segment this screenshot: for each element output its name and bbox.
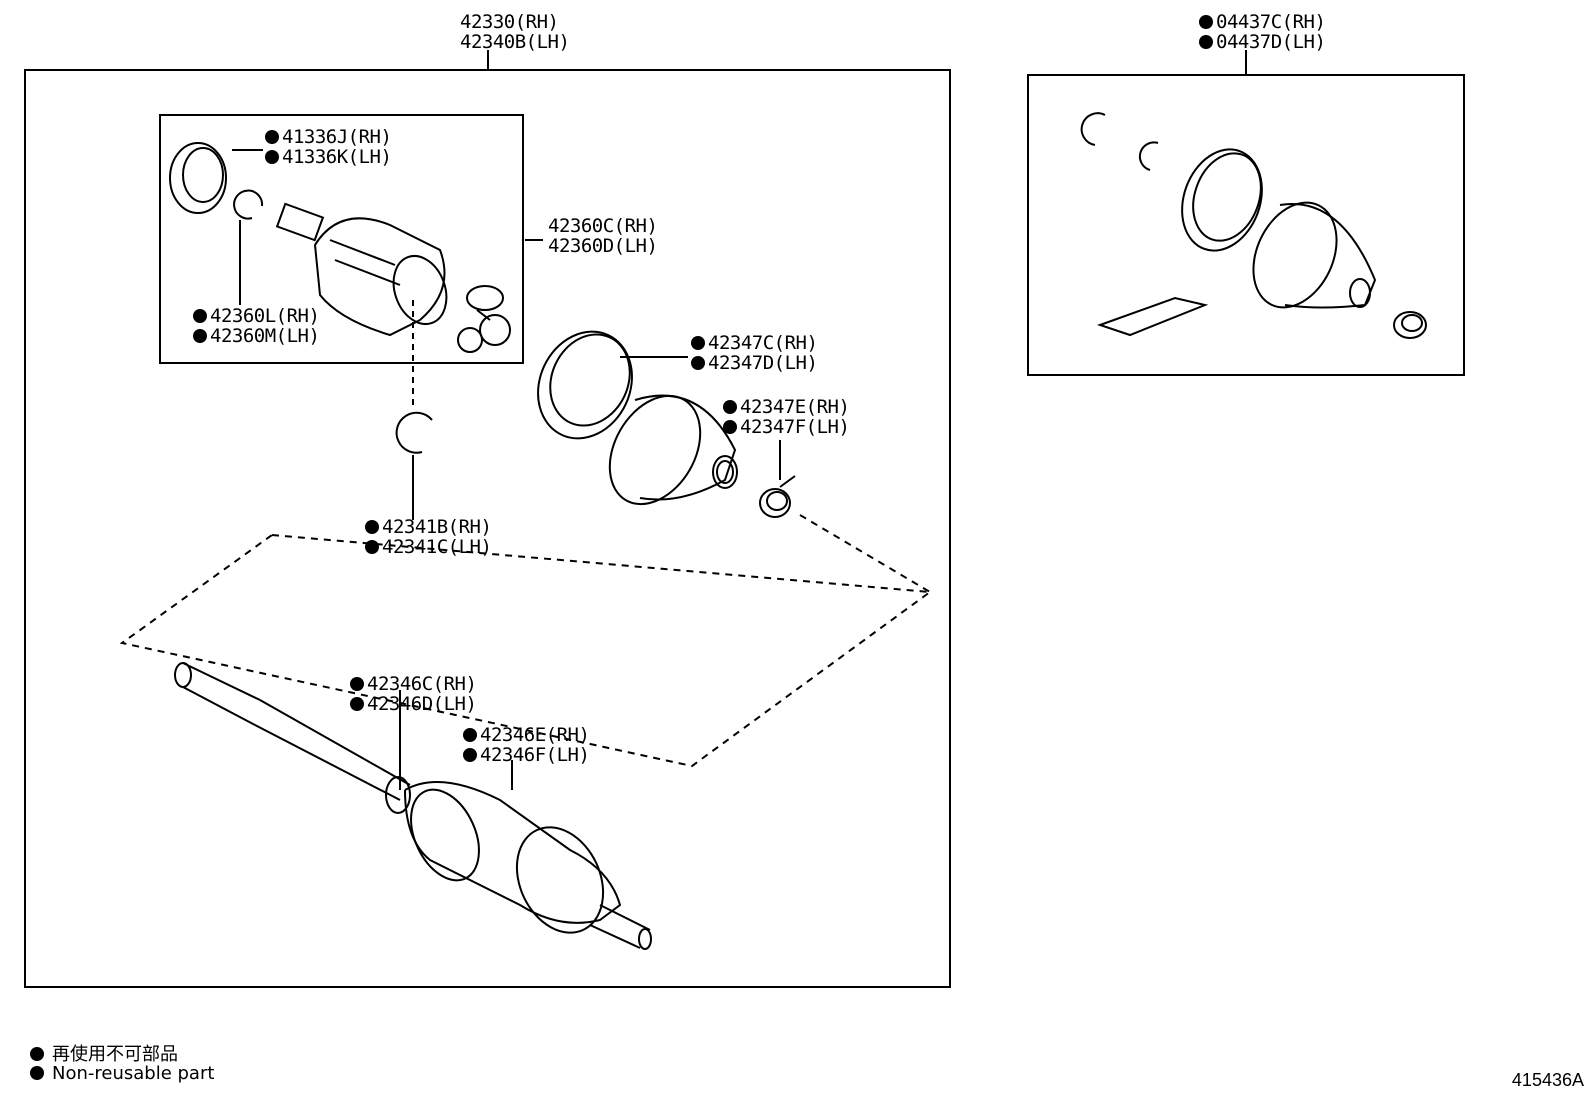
non-reusable-dot-icon xyxy=(691,336,705,350)
label-42360LM: 42360L(RH) 42360M(LH) xyxy=(193,305,320,347)
legend-line-en: Non-reusable part xyxy=(30,1063,214,1084)
svg-text:04437D(LH): 04437D(LH) xyxy=(1216,31,1325,53)
inboard-boot-icon xyxy=(608,394,738,506)
non-reusable-dot-icon xyxy=(1199,35,1213,49)
label-assembly: 42330(RH) 42340B(LH) xyxy=(460,11,570,53)
figure-number: 415436A xyxy=(1511,1070,1584,1090)
non-reusable-dot-icon xyxy=(365,540,379,554)
non-reusable-dot-icon xyxy=(723,400,737,414)
svg-text:42360M(LH): 42360M(LH) xyxy=(210,325,319,347)
inboard-joint-frame xyxy=(159,114,524,364)
non-reusable-dot-icon xyxy=(463,728,477,742)
svg-text:42341B(RH): 42341B(RH) xyxy=(382,516,491,538)
non-reusable-dot-icon xyxy=(1199,15,1213,29)
drive-shaft-icon xyxy=(174,662,652,950)
non-reusable-dot-icon xyxy=(193,329,207,343)
snap-ring-icon xyxy=(233,189,264,220)
shaft-snap-ring-icon xyxy=(395,411,433,454)
svg-text:42346C(RH): 42346C(RH) xyxy=(367,673,476,695)
legend-line-ja: 再使用不可部品 xyxy=(30,1040,178,1066)
non-reusable-dot-icon xyxy=(463,748,477,762)
boot-clamp-icon xyxy=(537,330,633,440)
svg-text:42340B(LH): 42340B(LH) xyxy=(460,31,569,53)
non-reusable-dot-icon xyxy=(30,1047,44,1061)
svg-text:42347F(LH): 42347F(LH) xyxy=(740,416,849,438)
svg-text:04437C(RH): 04437C(RH) xyxy=(1216,11,1325,33)
svg-text:42330(RH): 42330(RH) xyxy=(460,11,558,33)
svg-text:42347E(RH): 42347E(RH) xyxy=(740,396,849,418)
non-reusable-dot-icon xyxy=(691,356,705,370)
label-42347CD: 42347C(RH) 42347D(LH) xyxy=(691,332,818,374)
label-42360CD: 42360C(RH) 42360D(LH) xyxy=(548,215,658,257)
label-42347EF: 42347E(RH) 42347F(LH) xyxy=(723,396,850,438)
non-reusable-dot-icon xyxy=(265,150,279,164)
label-42341: 42341B(RH) 42341C(LH) xyxy=(365,516,492,558)
non-reusable-dot-icon xyxy=(723,420,737,434)
non-reusable-dot-icon xyxy=(30,1066,44,1080)
legend-text-en: Non-reusable part xyxy=(52,1063,215,1084)
svg-text:42360L(RH): 42360L(RH) xyxy=(210,305,319,327)
non-reusable-dot-icon xyxy=(350,677,364,691)
non-reusable-dot-icon xyxy=(265,130,279,144)
svg-text:42347C(RH): 42347C(RH) xyxy=(708,332,817,354)
svg-text:42341C(LH): 42341C(LH) xyxy=(382,536,491,558)
svg-text:42346F(LH): 42346F(LH) xyxy=(480,744,589,766)
svg-text:42347D(LH): 42347D(LH) xyxy=(708,352,817,374)
non-reusable-dot-icon xyxy=(193,309,207,323)
seal-ring-icon xyxy=(169,142,227,214)
svg-text:41336K(LH): 41336K(LH) xyxy=(282,146,391,168)
svg-text:42360C(RH): 42360C(RH) xyxy=(548,215,657,237)
boot-kit-frame xyxy=(1027,74,1465,376)
svg-text:41336J(RH): 41336J(RH) xyxy=(282,126,391,148)
svg-text:42346E(RH): 42346E(RH) xyxy=(480,724,589,746)
legend-text-ja: 再使用不可部品 xyxy=(52,1044,178,1065)
small-clamp-icon xyxy=(759,475,796,518)
label-41336: 41336J(RH) 41336K(LH) xyxy=(265,126,392,168)
label-42346EF: 42346E(RH) 42346F(LH) xyxy=(463,724,590,766)
non-reusable-dot-icon xyxy=(350,697,364,711)
non-reusable-dot-icon xyxy=(365,520,379,534)
label-kit: 04437C(RH) 04437D(LH) xyxy=(1199,11,1326,53)
svg-text:42346D(LH): 42346D(LH) xyxy=(367,693,476,715)
inboard-joint-housing-icon xyxy=(275,202,448,337)
kit-parts-icon xyxy=(1080,112,1427,339)
svg-text:42360D(LH): 42360D(LH) xyxy=(548,235,657,257)
label-42346CD: 42346C(RH) 42346D(LH) xyxy=(350,673,477,715)
tripod-joint-icon xyxy=(457,285,511,353)
